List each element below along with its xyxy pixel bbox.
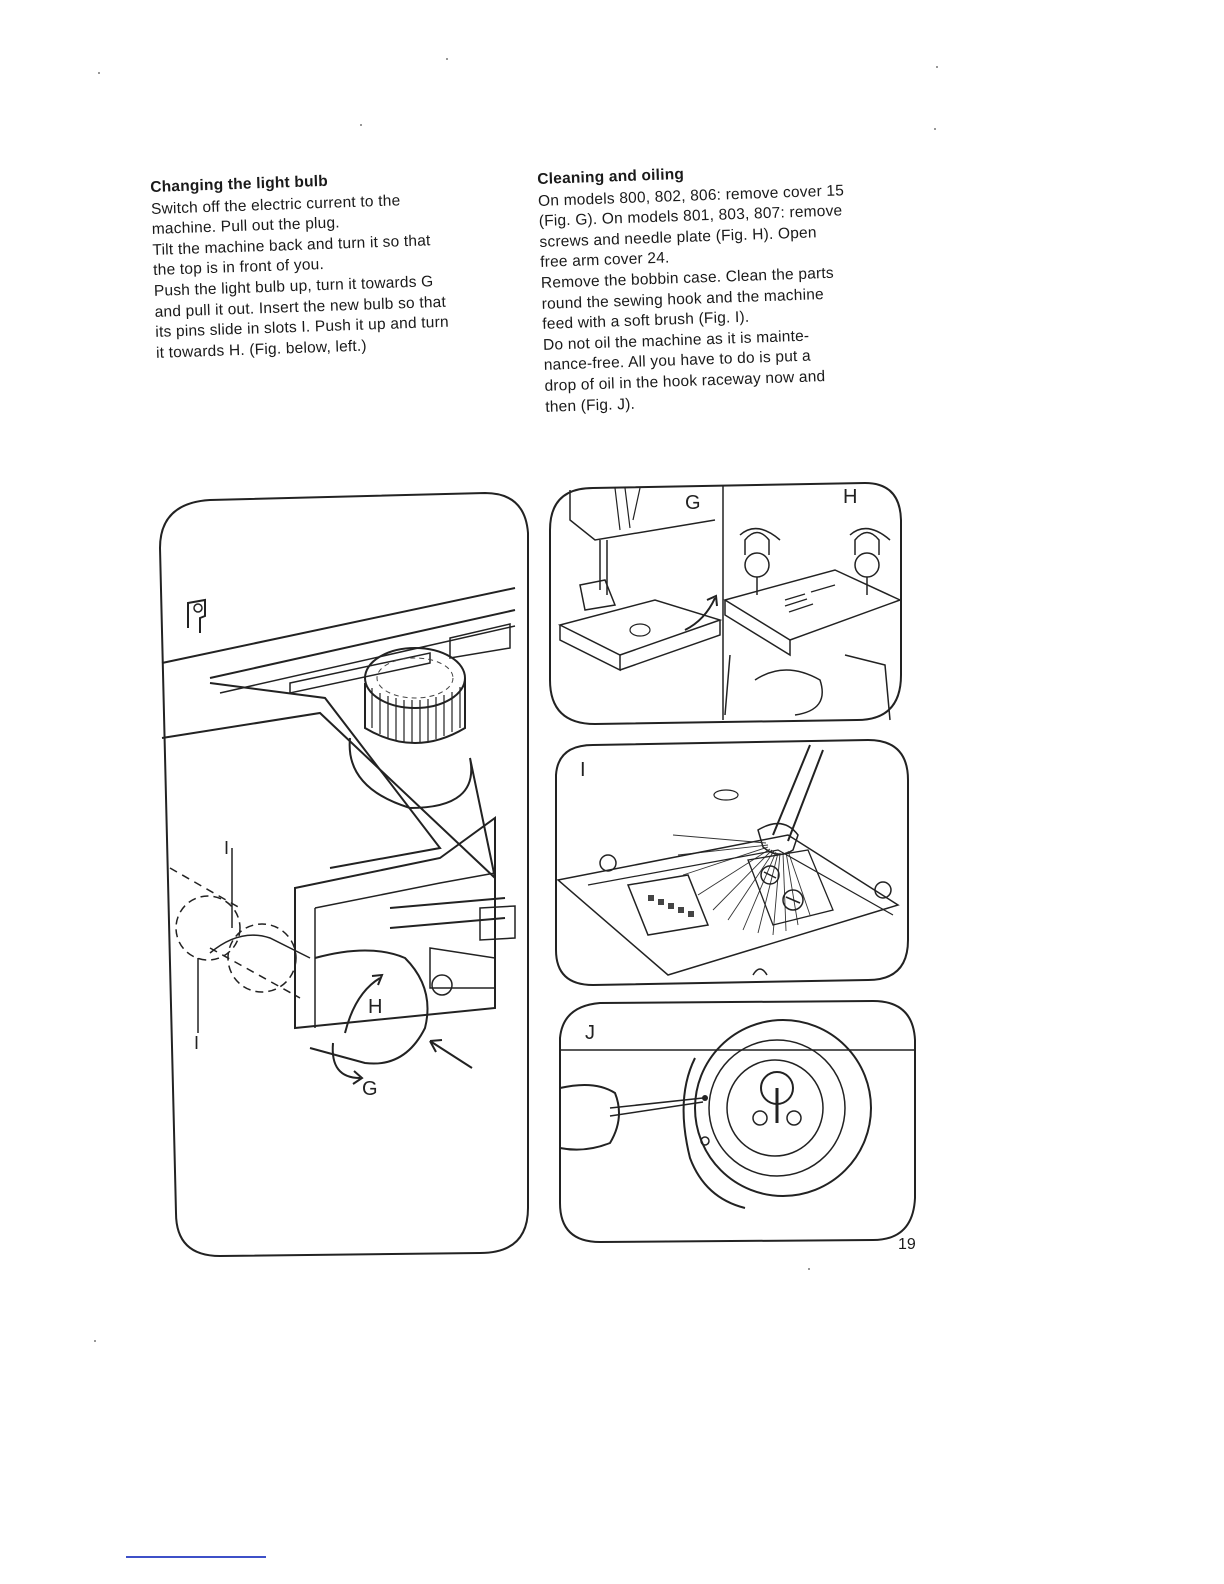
figure-label: I xyxy=(194,1033,200,1053)
light-bulb-illustration xyxy=(158,491,529,1258)
figure-label: H xyxy=(368,996,383,1018)
scan-speck xyxy=(934,128,936,130)
scan-speck xyxy=(360,124,362,126)
scan-speck xyxy=(94,1340,96,1342)
figure-label: I xyxy=(224,838,230,858)
page-number: 19 xyxy=(898,1236,916,1253)
figure-light-bulb: I I H G xyxy=(150,488,535,1263)
figure-g-h: G H xyxy=(545,480,905,730)
scan-speck xyxy=(808,1268,810,1270)
figure-label: G xyxy=(362,1078,378,1100)
needle-plate-illustration xyxy=(549,481,902,726)
scan-speck xyxy=(446,58,448,60)
brush-cleaning-illustration xyxy=(555,738,909,987)
oiling-hook-illustration xyxy=(559,999,916,1244)
figure-i: I xyxy=(548,735,913,990)
figure-label: J xyxy=(585,1022,595,1044)
figure-label: G xyxy=(685,492,701,514)
figure-j: J xyxy=(555,998,920,1248)
right-column: Cleaning and oiling On models 800, 802, … xyxy=(537,157,905,418)
bottom-rule xyxy=(126,1556,266,1558)
scan-speck xyxy=(98,72,100,74)
figure-label: H xyxy=(843,486,858,508)
figure-label: I xyxy=(580,759,586,781)
left-column: Changing the light bulb Switch off the e… xyxy=(150,165,526,364)
scan-speck xyxy=(936,66,938,68)
